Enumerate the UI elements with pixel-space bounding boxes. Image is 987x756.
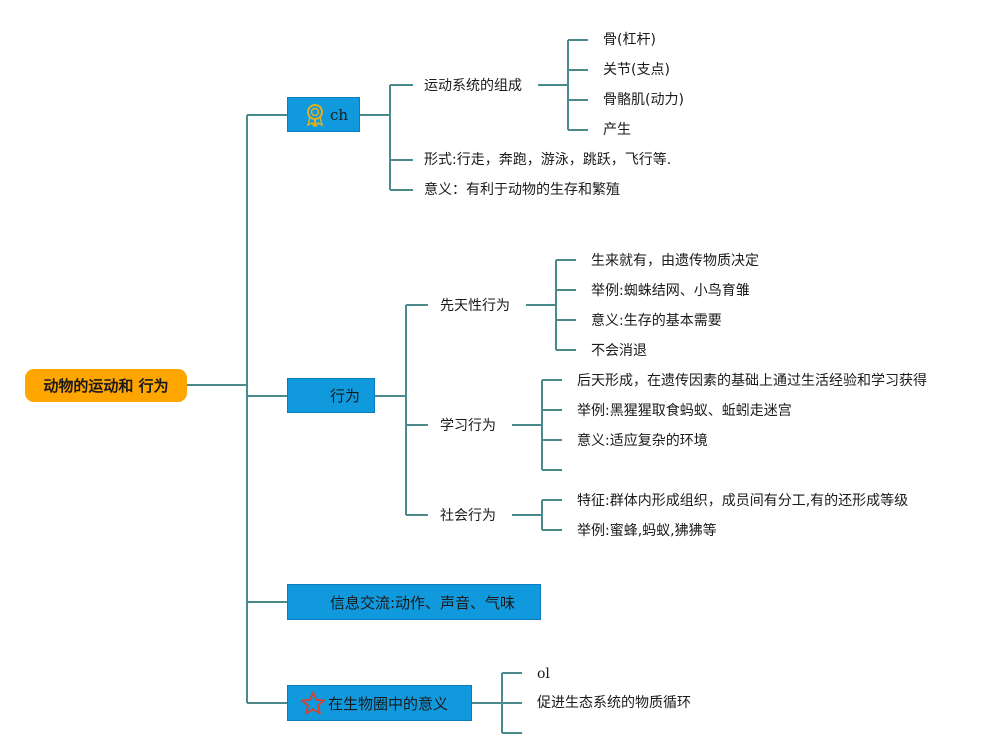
composition-item-bone[interactable]: 骨(杠杆) [603,32,656,48]
biosphere-item-ol[interactable]: ol [537,666,550,682]
innate-item-4[interactable]: 不会消退 [591,343,647,359]
behavior-innate[interactable]: 先天性行为 [440,298,510,314]
learned-item-3[interactable]: 意义:适应复杂的环境 [577,433,708,449]
motion-composition[interactable]: 运动系统的组成 [424,78,522,94]
composition-item-produce[interactable]: 产生 [603,122,631,138]
topic-communication-label: 信息交流:动作、声音、气味 [330,593,516,612]
social-item-1[interactable]: 特征:群体内形成组织，成员间有分工,有的还形成等级 [577,493,909,509]
behavior-social[interactable]: 社会行为 [440,508,496,524]
topic-biosphere-label: 在生物圈中的意义 [328,694,449,713]
root-label: 动物的运动和 行为 [43,377,169,395]
composition-item-joint[interactable]: 关节(支点) [603,62,670,78]
motion-forms[interactable]: 形式:行走，奔跑，游泳，跳跃，飞行等. [424,152,672,168]
topic-communication[interactable]: 信息交流:动作、声音、气味 [287,584,541,620]
learned-item-2[interactable]: 举例:黑猩猩取食蚂蚁、蚯蚓走迷宫 [577,403,792,419]
composition-item-muscle[interactable]: 骨骼肌(动力) [603,92,684,108]
root-topic[interactable]: 动物的运动和 行为 [25,369,187,402]
learned-item-1[interactable]: 后天形成，在遗传因素的基础上通过生活经验和学习获得 [577,373,927,389]
innate-item-1[interactable]: 生来就有，由遗传物质决定 [591,253,759,269]
topic-motion-label: ch [330,105,349,124]
star-icon [300,691,326,715]
innate-item-3[interactable]: 意义:生存的基本需要 [591,313,722,329]
behavior-learned[interactable]: 学习行为 [440,418,496,434]
topic-biosphere[interactable]: 在生物圈中的意义 [287,685,472,721]
topic-motion[interactable]: ch [287,97,360,132]
social-item-2[interactable]: 举例:蜜蜂,蚂蚁,狒狒等 [577,523,717,539]
award-ribbon-icon [304,103,326,128]
topic-behavior[interactable]: 行为 [287,378,375,413]
motion-meaning[interactable]: 意义：有利于动物的生存和繁殖 [424,182,620,198]
innate-item-2[interactable]: 举例:蜘蛛结网、小鸟育雏 [591,283,750,299]
topic-behavior-label: 行为 [330,387,361,405]
biosphere-item-cycle[interactable]: 促进生态系统的物质循环 [537,695,691,711]
